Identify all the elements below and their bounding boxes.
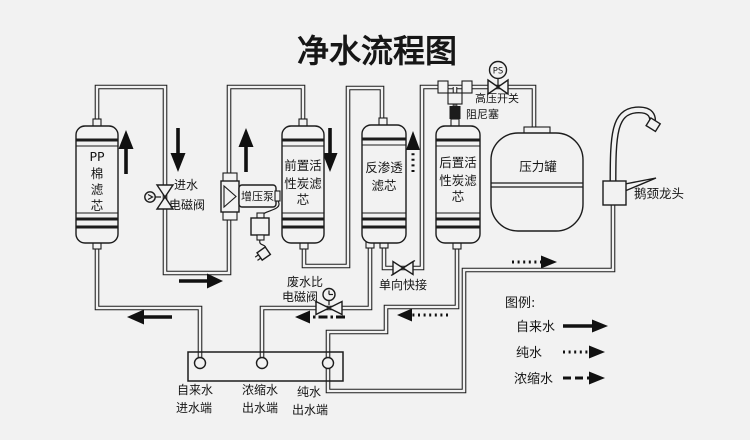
legend-dashed-arrow-icon xyxy=(563,371,605,385)
damping-plug: 阻尼塞 xyxy=(437,80,499,121)
legend-item-concentrate-water: 浓缩水 xyxy=(514,371,553,387)
manifold: 自来水 进水端 浓缩水 出水端 纯水 出水端 xyxy=(176,351,344,417)
arrow-down-precarbon-icon xyxy=(322,128,338,172)
legend-dotted-arrow-icon xyxy=(563,345,605,359)
faucet-nozzle xyxy=(645,116,662,133)
arrow-up-pump-icon xyxy=(238,128,254,172)
damping-plug-label: 阻尼塞 xyxy=(466,107,499,121)
inlet-valve-label-2: 电磁阀 xyxy=(169,197,205,212)
page-title: 净水流程图 xyxy=(297,32,457,70)
tap-inlet-label-1: 自来水 xyxy=(177,383,213,397)
waste-valve-label-2: 电磁阀 xyxy=(282,289,318,304)
pp-filter-label-3: 滤 xyxy=(91,182,104,197)
arrow-right-faucet-icon xyxy=(512,255,557,269)
gooseneck-faucet: 鹅颈龙头 xyxy=(602,110,684,206)
concentrate-outlet-label-1: 浓缩水 xyxy=(242,382,278,397)
flow-arrows xyxy=(118,128,557,325)
waste-valve-label-1: 废水比 xyxy=(287,274,323,289)
arrow-left-concentrate-icon xyxy=(295,310,345,324)
pp-filter-label-4: 芯 xyxy=(91,198,104,213)
pre-carbon-label-2: 性炭滤 xyxy=(284,176,322,191)
pre-carbon-label-3: 芯 xyxy=(297,192,310,207)
legend-item-tap-water: 自来水 xyxy=(516,320,555,335)
high-pressure-switch-label: 高压开关 xyxy=(475,91,519,105)
legend: 图例: 自来水 纯水 浓缩水 xyxy=(505,296,608,387)
inlet-solenoid-valve: 进水 电磁阀 xyxy=(144,178,205,212)
legend-item-pure-water: 纯水 xyxy=(516,346,542,361)
check-valve: 单向快接 xyxy=(379,259,427,292)
pp-filter: PP 棉 滤 芯 xyxy=(75,118,119,250)
post-carbon-label-2: 性炭滤 xyxy=(439,173,477,188)
port-pure-outlet xyxy=(321,356,335,370)
inlet-valve-label-1: 进水 xyxy=(174,178,198,192)
legend-title: 图例: xyxy=(505,296,535,311)
arrow-left-tapline-icon xyxy=(127,309,172,325)
waste-ratio-solenoid-valve: 废水比 电磁阀 xyxy=(282,274,343,316)
booster-pump: 增压泵 xyxy=(220,172,281,262)
arrow-down-inlet-icon xyxy=(170,128,186,172)
pressure-tank: 压力罐 xyxy=(490,126,584,232)
port-concentrate-outlet xyxy=(255,356,269,370)
pure-outlet-label-2: 出水端 xyxy=(292,403,328,417)
port-tap-inlet xyxy=(193,356,207,370)
arrow-left-pure-icon xyxy=(397,308,448,322)
legend-solid-arrow-icon xyxy=(563,319,608,333)
ps-symbol: PS xyxy=(493,67,504,77)
post-carbon-label-1: 后置活 xyxy=(439,155,477,170)
post-carbon-label-3: 芯 xyxy=(452,189,465,204)
pressure-tank-label: 压力罐 xyxy=(519,159,557,174)
concentrate-outlet-label-2: 出水端 xyxy=(242,401,278,415)
booster-pump-label: 增压泵 xyxy=(241,189,274,203)
pp-filter-label-1: PP xyxy=(89,149,105,164)
pp-filter-label-2: 棉 xyxy=(91,166,104,181)
arrow-right-bottom-icon xyxy=(179,273,223,289)
high-pressure-switch: PS 高压开关 xyxy=(475,60,519,105)
pure-outlet-label-1: 纯水 xyxy=(297,385,321,399)
ro-filter-label-1: 反渗透 xyxy=(365,160,403,175)
ro-filter-label-2: 滤芯 xyxy=(371,178,396,193)
pre-carbon-label-1: 前置活 xyxy=(284,158,322,173)
gooseneck-faucet-label: 鹅颈龙头 xyxy=(634,186,684,201)
post-carbon-filter: 后置活 性炭滤 芯 xyxy=(435,118,481,250)
power-plug-icon xyxy=(254,246,272,262)
arrow-up-pure-riser-icon xyxy=(406,131,420,172)
check-valve-label: 单向快接 xyxy=(379,277,427,292)
ro-filter: 反渗透 滤芯 xyxy=(361,117,407,249)
tap-inlet-label-2: 进水端 xyxy=(176,401,212,415)
pre-carbon-filter: 前置活 性炭滤 芯 xyxy=(281,118,325,250)
arrow-up-pp-icon xyxy=(118,130,134,174)
